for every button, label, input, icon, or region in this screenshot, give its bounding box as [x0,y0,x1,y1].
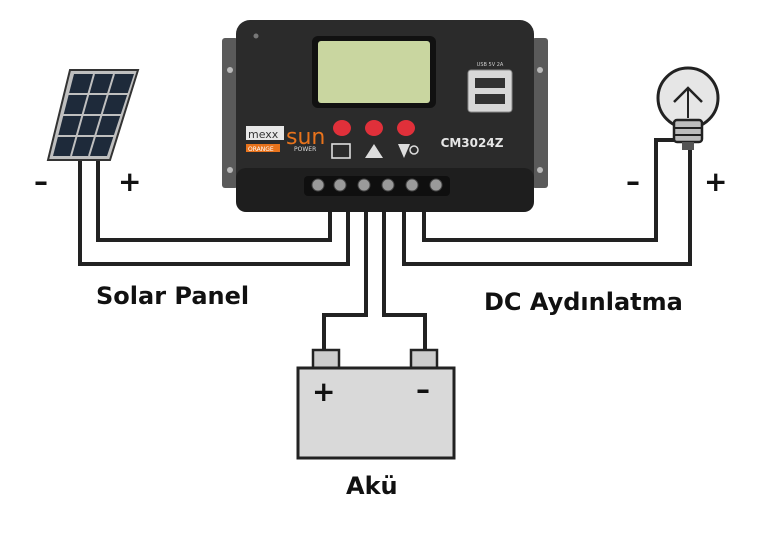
load-symbol-icon [398,144,410,158]
sign-battery-plus: + [312,375,336,408]
model-label: CM3024Z [441,136,504,150]
usb-label: USB 5V 2A [477,62,504,68]
wire-panel-plus [96,158,332,242]
light-bulb-icon [656,66,720,150]
wire-lamp-plus [402,148,692,266]
wire-panel-minus [78,158,350,266]
solar-panel-icon [46,69,140,161]
wires [78,138,692,354]
wire-battery-minus [382,190,427,354]
terminal-block [304,176,450,196]
label-dc-lighting: DC Aydınlatma [484,288,683,316]
controller-button-2 [365,120,383,136]
charge-controller: USB 5V 2A mexx sun ORANGE POWER CM3024Z [222,20,548,212]
brand-tagline-power: POWER [294,146,316,153]
battery-warning-icon [365,144,383,158]
brand-mexx: mexx [248,128,279,141]
label-solar-panel: Solar Panel [96,282,250,310]
sign-lamp-minus: – [626,165,640,198]
brand-tagline-orange: ORANGE [248,146,274,153]
sign-lamp-plus: + [704,165,728,198]
wire-battery-plus [322,190,368,354]
usb-port-block [467,69,513,113]
label-battery: Akü [346,472,398,500]
wire-lamp-minus [422,138,678,242]
sign-panel-plus: + [118,165,142,198]
sign-panel-minus: – [34,165,48,198]
lcd-screen [318,41,430,103]
controller-body [236,20,534,212]
controller-button-1 [333,120,351,136]
brand-sun: sun [286,125,325,150]
battery-icon [296,348,456,460]
bulb-symbol-icon [409,145,419,155]
panel-symbol-icon [331,143,351,159]
controller-button-3 [397,120,415,136]
sign-battery-minus: – [416,373,430,406]
